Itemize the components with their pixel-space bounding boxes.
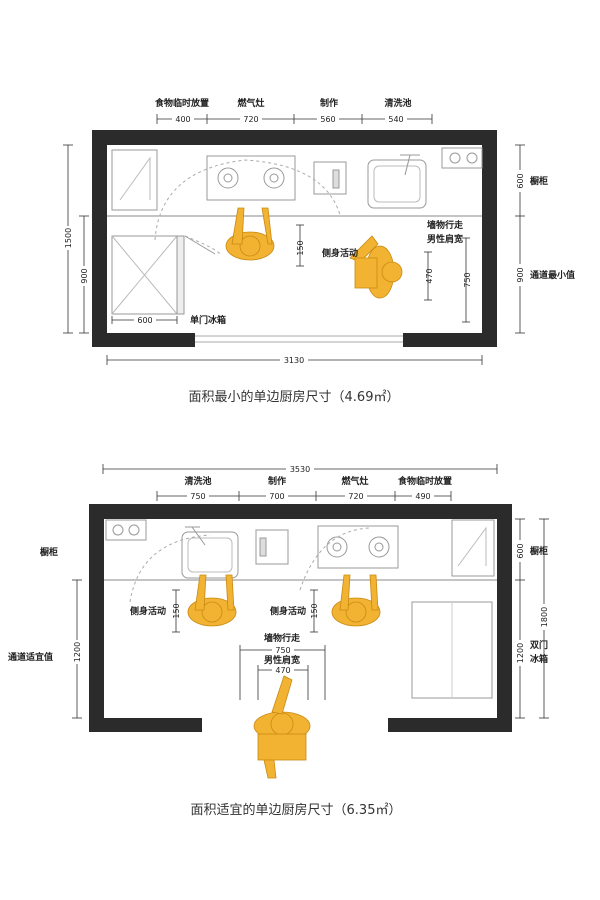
dim-left-1200: 1200 [73,642,82,662]
dim-1800: 1800 [540,607,549,627]
wall-bottom-left [92,333,195,347]
wall-bottom-right-2 [388,718,512,732]
label-cabinet-2: 橱柜 [40,546,58,558]
wall-bottom-right [403,333,497,347]
dim-1500: 1500 [64,228,73,248]
dim-560: 560 [320,115,335,124]
double-door-fridge-icon [411,601,493,699]
label-passage-min: 通道最小值 [530,269,575,281]
person-side-activity-a [187,574,237,627]
person-side-activity [225,207,275,261]
dim-left-900: 900 [80,268,89,283]
wall-top-2 [89,504,512,519]
cutting-board-icon [313,161,347,195]
label-wall-walk: 墙物行走 [427,219,463,231]
food-area-icon-2 [451,519,495,577]
label-male-shoulder: 男性肩宽 [427,233,463,245]
label-double-fridge-2: 冰箱 [530,653,548,665]
person-side-activity-b [331,574,381,627]
cutting-board-icon-2 [255,529,289,565]
caption-plan-1: 面积最小的单边厨房尺寸（4.69㎡） [189,389,400,405]
dim-750-walk: 750 [275,646,290,655]
person-wall-walk-2 [253,675,311,779]
label-side-activity-1: 侧身活动 [130,605,166,617]
sink-icon [367,154,427,209]
wall-left [92,130,107,347]
label-cabinet-right-2: 橱柜 [530,545,548,557]
label-prep: 制作 [320,97,338,109]
label-male-shoulder-2: 男性肩宽 [264,654,300,666]
dim-490: 490 [415,492,430,501]
activity-arc [154,159,341,241]
activity-arc-left [129,534,211,603]
dim-540: 540 [388,115,403,124]
label-wall-walk-2: 墙物行走 [264,632,300,644]
wall-top [92,130,497,145]
food-area-icon [111,149,158,211]
dim-470-b: 470 [275,666,290,675]
dim-right-600: 600 [516,173,525,188]
label-passage-suitable: 通道适宜值 [8,651,53,663]
label-food-temp: 食物临时放置 [154,97,209,109]
plan-2: 3530 清洗池 制作 燃气灶 食物临时放置 750 700 720 490 [8,463,550,818]
dim-720-b: 720 [348,492,363,501]
plan-1: 食物临时放置 燃气灶 制作 清洗池 400 720 560 540 [62,97,575,405]
label-stove: 燃气灶 [237,97,264,109]
dim-3130: 3130 [284,356,304,365]
dim-150-a: 150 [172,603,181,618]
label-stove-2: 燃气灶 [341,475,368,487]
stove-icon-2 [317,525,399,569]
label-food-temp-2: 食物临时放置 [397,475,452,487]
dim-right-1200: 1200 [516,643,525,663]
label-single-fridge: 单门冰箱 [190,314,226,326]
person-wall-walk [349,235,403,299]
wall-right [482,130,497,347]
dim-700: 700 [269,492,284,501]
sink-icon-2 [181,526,239,579]
label-prep-2: 制作 [268,475,286,487]
hob-corner-icon-2 [105,519,147,541]
dim-right-600-2: 600 [516,543,525,558]
wall-left-2 [89,504,104,732]
dim-fridge-600: 600 [137,316,152,325]
label-side-activity: 侧身活动 [322,247,358,259]
dim-750-a: 750 [190,492,205,501]
dim-470: 470 [425,268,434,283]
wall-bottom-left-2 [89,718,202,732]
dim-150: 150 [296,240,305,255]
dim-720: 720 [243,115,258,124]
dim-right-900: 900 [516,267,525,282]
label-side-activity-2: 侧身活动 [270,605,306,617]
dim-400: 400 [175,115,190,124]
label-double-fridge-1: 双门 [530,639,548,651]
label-cabinet: 橱柜 [530,175,548,187]
stove-icon [206,155,296,201]
hob-corner-icon [441,147,483,169]
dim-3530: 3530 [290,465,310,474]
dim-150-b: 150 [310,603,319,618]
caption-plan-2: 面积适宜的单边厨房尺寸（6.35㎡） [191,802,402,818]
single-door-fridge-icon [111,235,221,315]
activity-arc-right [299,527,371,591]
wall-right-2 [497,504,512,732]
dim-750: 750 [463,272,472,287]
label-sink: 清洗池 [384,97,411,109]
label-sink-2: 清洗池 [184,475,211,487]
